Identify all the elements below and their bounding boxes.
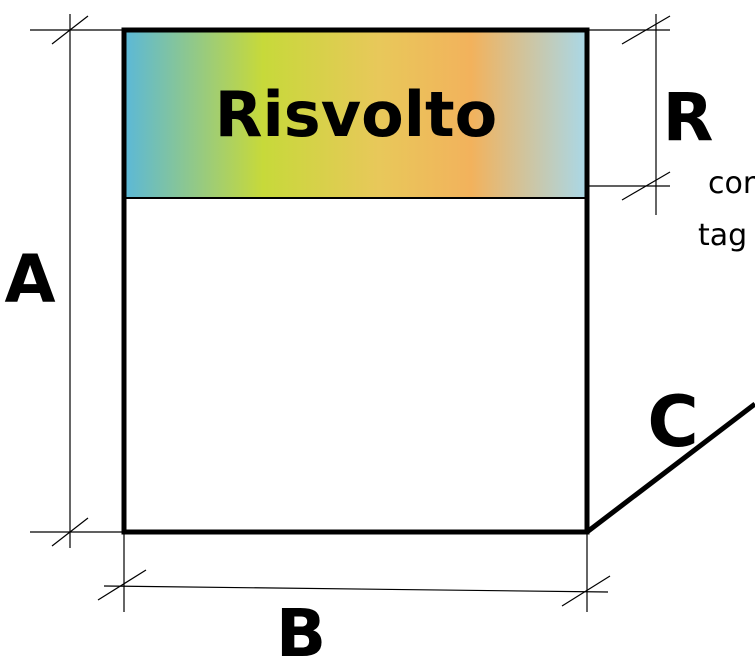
dimension-c-label: C bbox=[647, 381, 698, 463]
side-note-line-2: tag bbox=[698, 218, 747, 253]
dimension-a-label: A bbox=[4, 241, 55, 318]
flap-label: Risvolto bbox=[215, 78, 497, 151]
dimension-a bbox=[30, 14, 124, 548]
box-outline bbox=[121, 27, 590, 535]
dimension-r bbox=[587, 14, 671, 215]
depth-line bbox=[585, 402, 755, 534]
dimension-b-label: B bbox=[276, 595, 326, 666]
dimension-r-label: R bbox=[663, 79, 714, 156]
flap-area bbox=[124, 30, 587, 198]
side-note-line-1: cor bbox=[708, 166, 755, 201]
dimension-b bbox=[97, 532, 611, 612]
